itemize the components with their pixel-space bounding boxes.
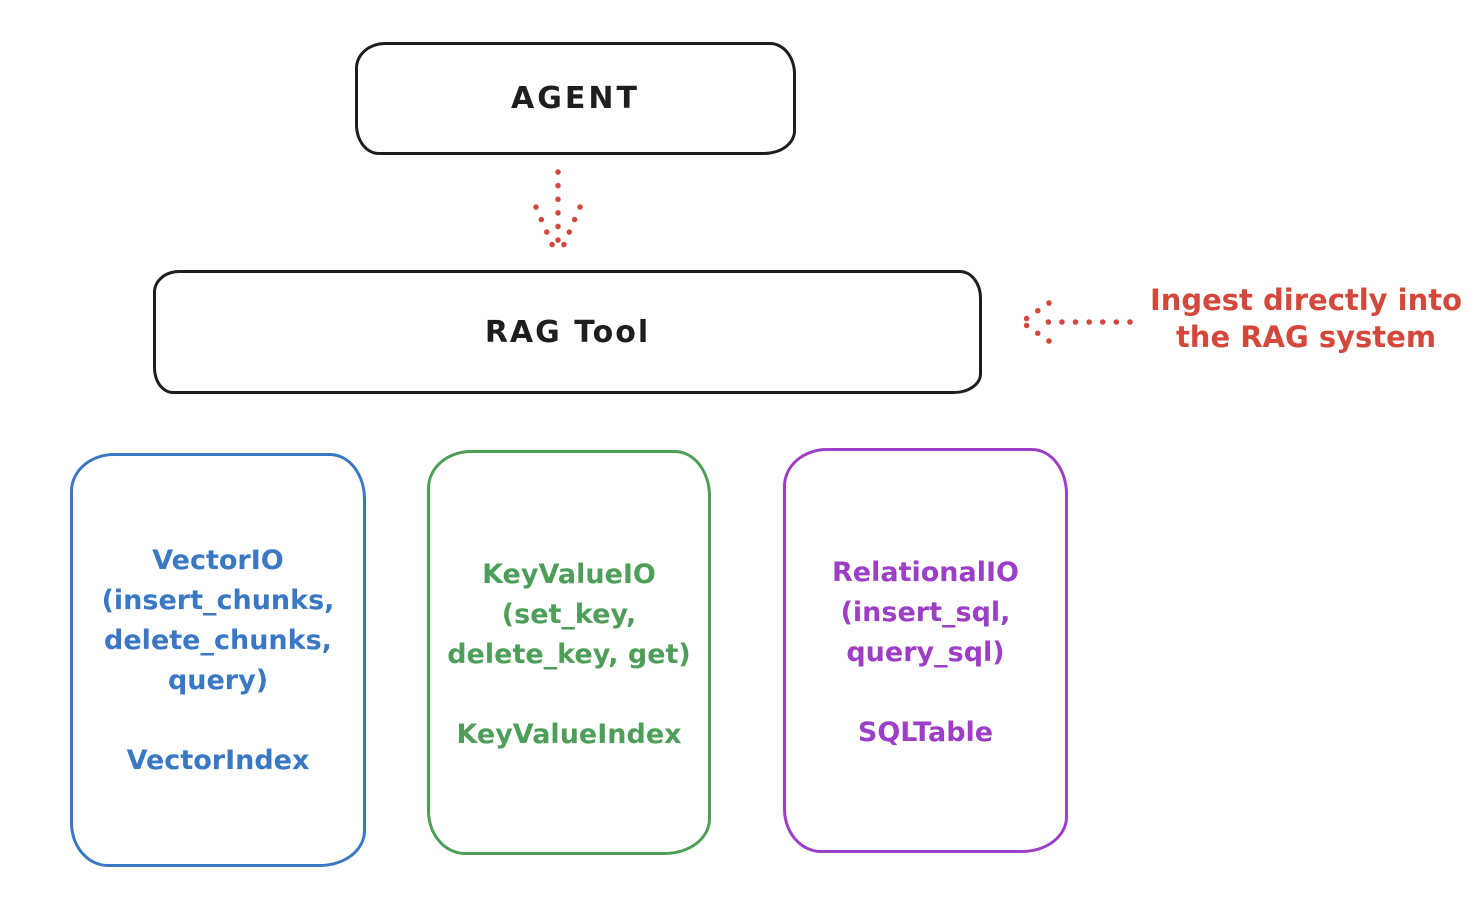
relational-io-line: (insert_sql, bbox=[840, 597, 1011, 628]
key-value-io-node: KeyValueIO (set_key, delete_key, get) Ke… bbox=[427, 450, 711, 855]
ingest-annotation-line2: the RAG system bbox=[1175, 320, 1437, 354]
vector-io-line: (insert_chunks, bbox=[101, 585, 335, 616]
relational-io-text: RelationalIO (insert_sql, query_sql) SQL… bbox=[786, 553, 1065, 753]
vector-io-text: VectorIO (insert_chunks, delete_chunks, … bbox=[73, 541, 363, 781]
vector-io-line: query) bbox=[167, 665, 269, 696]
key-value-index-label: KeyValueIndex bbox=[456, 719, 682, 750]
vector-index-label: VectorIndex bbox=[126, 745, 310, 776]
rag-tool-label: RAG Tool bbox=[484, 314, 651, 350]
agent-label: AGENT bbox=[511, 81, 640, 116]
vector-io-line: VectorIO bbox=[152, 545, 284, 576]
spacer bbox=[786, 673, 1065, 713]
agent-node: AGENT bbox=[355, 42, 796, 155]
vector-io-line: delete_chunks, bbox=[104, 625, 332, 656]
vector-io-node: VectorIO (insert_chunks, delete_chunks, … bbox=[70, 453, 366, 867]
sql-table-label: SQLTable bbox=[857, 717, 994, 748]
key-value-io-line: delete_key, get) bbox=[447, 639, 691, 670]
arrow-agent-to-rag-tool-icon bbox=[533, 169, 583, 259]
ingest-annotation-line1: Ingest directly into bbox=[1149, 283, 1463, 317]
key-value-io-text: KeyValueIO (set_key, delete_key, get) Ke… bbox=[430, 555, 708, 755]
relational-io-line: query_sql) bbox=[846, 637, 1005, 668]
spacer bbox=[73, 701, 363, 741]
key-value-io-line: KeyValueIO bbox=[482, 559, 656, 590]
key-value-io-line: (set_key, bbox=[501, 599, 637, 630]
relational-io-line: RelationalIO bbox=[832, 557, 1019, 588]
ingest-annotation: Ingest directly into the RAG system bbox=[1138, 282, 1474, 356]
rag-tool-node: RAG Tool bbox=[153, 270, 982, 394]
relational-io-node: RelationalIO (insert_sql, query_sql) SQL… bbox=[783, 448, 1068, 853]
arrow-ingest-to-rag-tool-icon bbox=[1020, 300, 1133, 344]
spacer bbox=[430, 675, 708, 715]
